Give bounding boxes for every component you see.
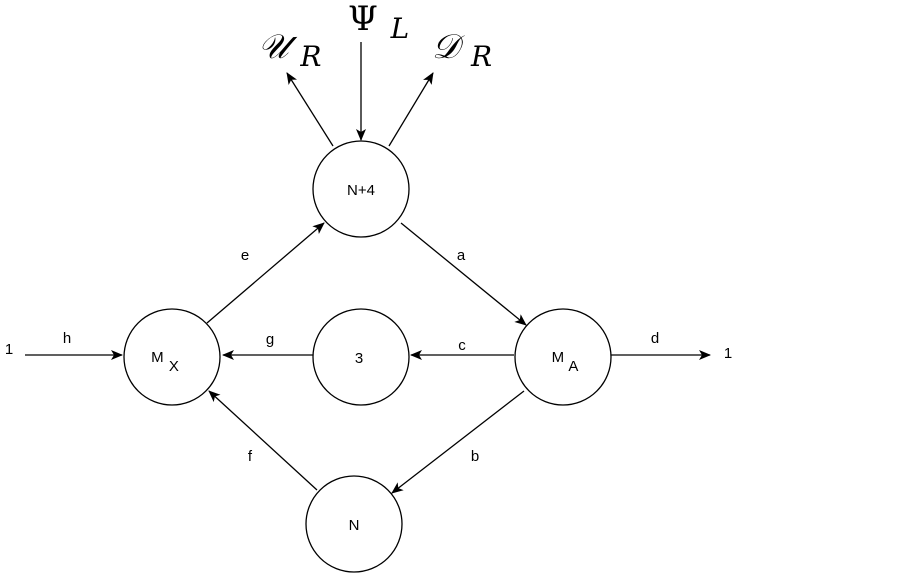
svg-text:M X: M X xyxy=(151,349,179,375)
svg-text:𝒟 R: 𝒟 R xyxy=(432,27,492,73)
edge-b-line xyxy=(391,390,525,494)
output-psi-sub: L xyxy=(390,12,410,45)
edge-a-label: a xyxy=(457,247,466,264)
edge-e-label: e xyxy=(241,247,249,264)
edge-e-line xyxy=(206,222,325,324)
svg-text:Ψ L: Ψ L xyxy=(348,0,409,45)
output-ur-main: 𝒰 xyxy=(258,27,298,67)
terminal-right-label: 1 xyxy=(724,345,732,362)
svg-text:M A: M A xyxy=(552,349,579,375)
output-psi-main: Ψ xyxy=(348,0,378,39)
edge-a-line xyxy=(400,222,527,326)
svg-text:𝒰 R: 𝒰 R xyxy=(258,27,322,73)
edge-f-label: f xyxy=(248,448,253,465)
edge-dr-line xyxy=(388,72,434,147)
node-ma-sub: A xyxy=(568,358,578,375)
node-ma-main: M xyxy=(552,349,565,366)
edge-ur-line xyxy=(286,72,334,147)
output-dr-sub: R xyxy=(470,40,492,73)
edge-f-line xyxy=(208,390,318,491)
node-n-plus-4-label: N+4 xyxy=(347,182,375,199)
node-n-plus-4: N+4 xyxy=(312,140,410,238)
node-n: N xyxy=(305,475,403,573)
node-ma: M A xyxy=(514,308,612,406)
node-mx-main: M xyxy=(151,349,164,366)
edge-d-label: d xyxy=(651,330,659,347)
node-mx-sub: X xyxy=(169,358,179,375)
edge-h-label: h xyxy=(63,330,71,347)
edge-g-label: g xyxy=(266,331,274,348)
node-mx: M X xyxy=(123,308,221,406)
node-n-label: N xyxy=(349,517,360,534)
edge-c-label: c xyxy=(458,337,466,354)
edge-b-label: b xyxy=(471,448,479,465)
node-3-label: 3 xyxy=(355,350,363,367)
output-dr-main: 𝒟 xyxy=(432,27,465,67)
terminal-left-label: 1 xyxy=(5,341,13,358)
node-3: 3 xyxy=(312,308,410,406)
output-ur-sub: R xyxy=(299,40,321,73)
